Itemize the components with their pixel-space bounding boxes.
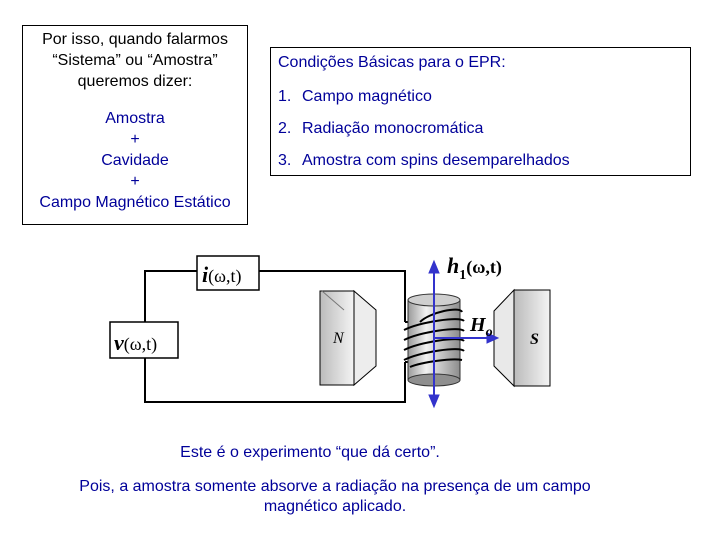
condition-text: Radiação monocromática <box>302 120 484 137</box>
current-label: i(ω,t) <box>202 262 241 287</box>
intro-line: “Sistema” ou “Amostra” <box>52 52 218 69</box>
condition-item: 2. Radiação monocromática <box>278 120 483 138</box>
north-pole-magnet: N <box>319 289 377 387</box>
plus-sign: + <box>130 173 140 190</box>
epr-conditions-box: Condições Básicas para o EPR: 1. Campo ma… <box>270 47 691 176</box>
condition-number: 1. <box>278 88 292 105</box>
current-box <box>196 255 260 291</box>
caption-experiment: Este é o experimento “que dá certo”. <box>180 444 440 461</box>
system-components: Amostra + Cavidade + Campo Magnético Est… <box>23 108 247 213</box>
oscillating-field-label: h1(ω,t) <box>447 253 502 283</box>
condition-item: 3. Amostra com spins desemparelhados <box>278 152 570 170</box>
system-intro: Por isso, quando falarmos “Sistema” ou “… <box>23 29 247 92</box>
circuit-wires <box>144 270 420 403</box>
condition-text: Campo magnético <box>302 88 432 105</box>
plus-sign: + <box>130 131 140 148</box>
caption-explanation: Pois, a amostra somente absorve a radiaç… <box>79 478 591 515</box>
condition-number: 3. <box>278 152 292 169</box>
condition-number: 2. <box>278 120 292 137</box>
north-pole-label: N <box>332 330 345 347</box>
south-pole-label: S <box>530 331 539 348</box>
system-definition-box: Por isso, quando falarmos “Sistema” ou “… <box>22 25 248 225</box>
component-static-field: Campo Magnético Estático <box>39 194 231 211</box>
condition-text: Amostra com spins desemparelhados <box>302 152 570 169</box>
voltage-label: v(ω,t) <box>114 330 157 355</box>
component-sample: Amostra <box>105 110 165 127</box>
south-pole-magnet: S <box>493 288 551 388</box>
component-cavity: Cavidade <box>101 152 169 169</box>
static-field-arrow <box>434 332 500 344</box>
intro-line: queremos dizer: <box>77 73 193 90</box>
intro-line: Por isso, quando falarmos <box>42 31 228 48</box>
static-field-label: Ho <box>469 314 493 340</box>
coil <box>403 308 465 368</box>
epr-conditions-title: Condições Básicas para o EPR: <box>278 54 506 71</box>
voltage-box <box>109 321 179 359</box>
condition-item: 1. Campo magnético <box>278 88 432 106</box>
oscillating-field-arrow <box>428 259 440 409</box>
